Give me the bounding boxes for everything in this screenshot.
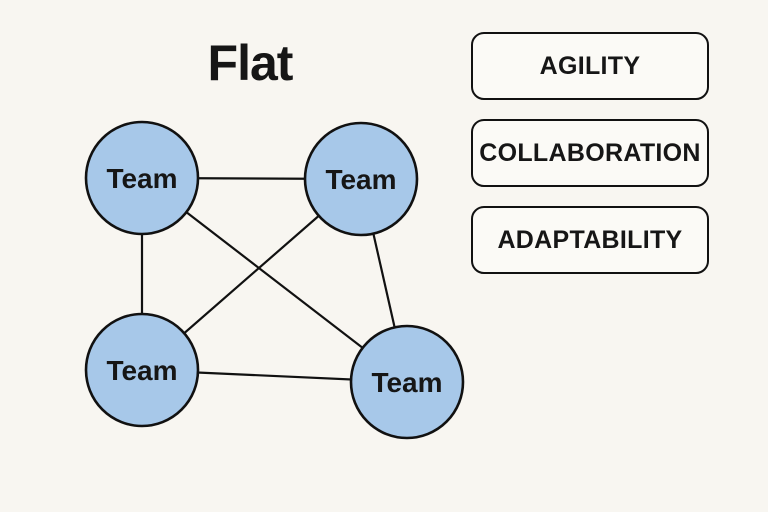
badge-agility-label: AGILITY (539, 51, 641, 80)
badge-collaboration: COLLABORATION (471, 119, 709, 187)
badge-agility: AGILITY (471, 32, 709, 100)
team-node-label-top-left: Team (106, 163, 177, 194)
team-node-top-left (84, 120, 200, 236)
team-node-label-bottom-left: Team (106, 355, 177, 386)
team-node-bottom-left (84, 312, 200, 428)
team-node-label-bottom-right: Team (371, 367, 442, 398)
team-node-bottom-right (349, 324, 465, 440)
badge-adaptability: ADAPTABILITY (471, 206, 709, 274)
badge-collaboration-label: COLLABORATION (479, 138, 701, 167)
badge-list: AGILITY COLLABORATION ADAPTABILITY (471, 32, 709, 293)
team-node-top-right (303, 121, 419, 237)
diagram-title: Flat (207, 35, 294, 91)
badge-adaptability-label: ADAPTABILITY (497, 225, 683, 254)
team-node-label-top-right: Team (325, 164, 396, 195)
